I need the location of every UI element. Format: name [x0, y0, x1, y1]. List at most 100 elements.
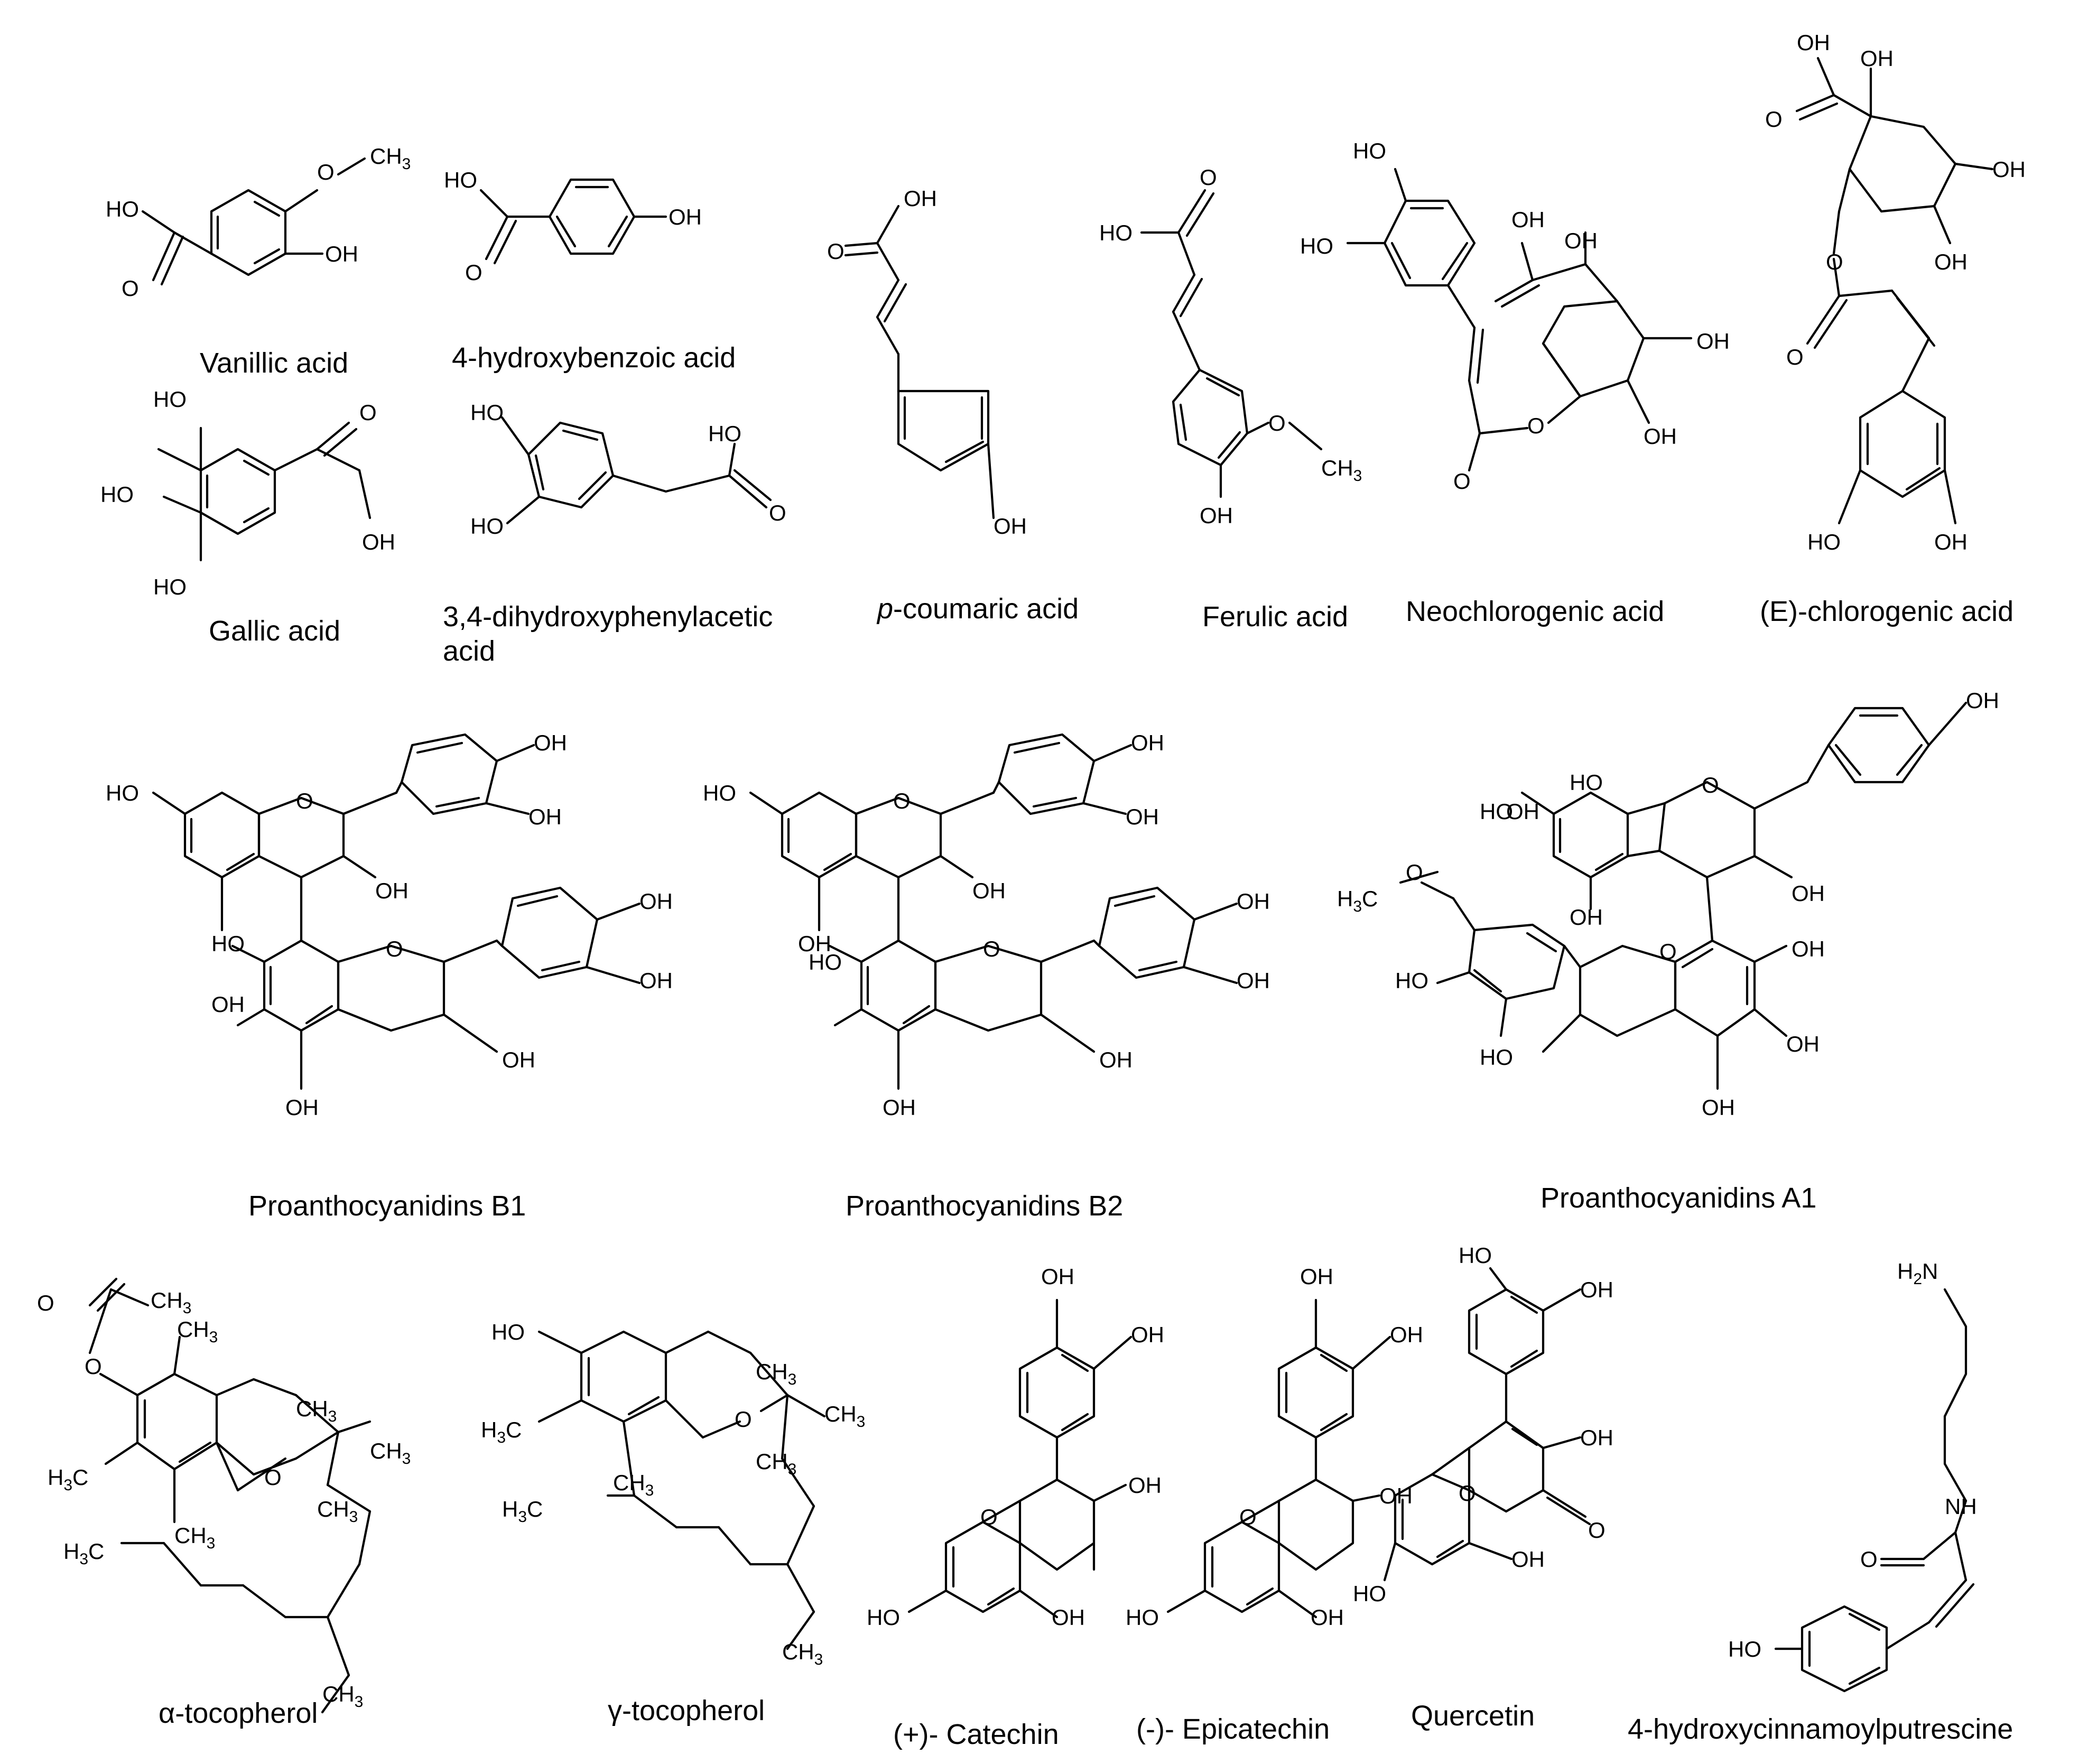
a1-o3-label: O	[1659, 939, 1677, 964]
quer-oh3-label: OH	[1511, 1547, 1545, 1572]
dopac-ho2-label: HO	[470, 514, 504, 539]
put-nh-label: NH	[1945, 1494, 1977, 1519]
coumaric-oh2-label: OH	[994, 514, 1027, 539]
atoc-ch3-1-label: CH3	[151, 1288, 191, 1317]
a1-oh5-label: OH	[1792, 936, 1825, 961]
b1-oh3-label: OH	[375, 878, 409, 903]
quer-o-label: O	[1459, 1481, 1476, 1506]
gtoc-h3c-2-label: H3C	[502, 1497, 543, 1526]
b2-oh5-label: OH	[1237, 889, 1270, 914]
putrescine-name: 4-hydroxycinnamoylputrescine	[1628, 1713, 2013, 1745]
vanillic-ho-label: HO	[106, 197, 139, 221]
gtoc-ch3-2-label: CH3	[824, 1401, 865, 1431]
atoc-ch3-7-label: CH3	[322, 1682, 363, 1711]
hydroxybenzoic-acid-structure: HO O OH	[444, 168, 702, 285]
gamma-tocopherol-name: γ-tocopherol	[608, 1695, 765, 1726]
chl-ho1-label: HO	[1807, 530, 1841, 554]
b2-oh3-label: OH	[972, 878, 1006, 903]
neo-oh1-label: OH	[1511, 207, 1545, 232]
gallic-oh-label: OH	[362, 530, 395, 554]
chl-oh3-label: OH	[1992, 157, 2026, 182]
neochlorogenic-acid-structure: HO HO OH OH OH OH O O	[1300, 138, 1730, 494]
gtoc-ch3-5-label: CH3	[782, 1639, 823, 1668]
catechin-structure: OH OH O OH HO OH	[867, 1264, 1164, 1630]
gamma-tocopherol-structure: HO H3C O CH3 CH3 CH3 CH3 H3C CH3	[481, 1320, 865, 1668]
dopac-ho1-label: HO	[470, 400, 504, 425]
proanthocyanidin-b2-name: Proanthocyanidins B2	[846, 1190, 1123, 1222]
epicatechin-name: (-)- Epicatechin	[1136, 1713, 1330, 1745]
a1-ho2-label: HO	[1480, 799, 1513, 824]
b2-o1-label: O	[893, 788, 911, 813]
proanthocyanidin-b2-structure: HO OH OH OH O OH HO O OH OH OH OH	[703, 730, 1270, 1120]
gallic-acid-structure: HO HO HO O OH	[100, 387, 395, 599]
gtoc-ch3-1-label: CH3	[756, 1359, 796, 1388]
neo-o2-label: O	[1453, 469, 1471, 494]
hba-oh-label: OH	[669, 205, 702, 229]
cat-o-label: O	[980, 1505, 998, 1529]
b2-o2-label: O	[983, 936, 1000, 961]
chlorogenic-acid-structure: OH OH O OH OH O O HO OH	[1765, 30, 2026, 554]
cat-oh1-label: OH	[1041, 1264, 1074, 1289]
vanillic-ch3-label: CH3	[370, 144, 411, 173]
a1-o2-label: O	[1406, 860, 1423, 885]
b1-oh1-label: OH	[534, 730, 567, 755]
vanillic-oh-label: OH	[325, 242, 358, 266]
b2-oh6-label: OH	[1237, 968, 1270, 993]
ferulic-acid-name: Ferulic acid	[1202, 601, 1348, 633]
atoc-ch3-6-label: CH3	[174, 1523, 215, 1552]
neo-ho1-label: HO	[1353, 138, 1386, 163]
b1-oh2-label: OH	[528, 804, 562, 829]
dopac-structure: HO HO HO O	[470, 400, 786, 539]
neo-o-label: O	[1527, 413, 1545, 438]
quer-oh2-label: OH	[1580, 1425, 1613, 1450]
epicatechin-structure: OH OH O OH HO OH	[1126, 1264, 1423, 1630]
proanthocyanidin-b1-name: Proanthocyanidins B1	[248, 1190, 526, 1222]
b2-ho1-label: HO	[703, 781, 736, 805]
dopac-o-label: O	[769, 500, 786, 525]
gallic-o-label: O	[359, 400, 377, 425]
a1-oh6-label: OH	[1786, 1032, 1820, 1056]
epi-ho-label: HO	[1126, 1605, 1159, 1630]
cat-oh2-label: OH	[1131, 1322, 1164, 1347]
neo-oh3-label: OH	[1696, 329, 1730, 354]
gtoc-ch3-3-label: CH3	[756, 1449, 796, 1478]
chl-oh5-label: OH	[1934, 530, 1968, 554]
atoc-h3c-2-label: H3C	[63, 1539, 104, 1568]
proanthocyanidin-a1-structure: HO HO OH O OH OH OH O H3C HO O OH OH HO …	[1337, 688, 1999, 1120]
chlorogenic-acid-name: (E)-chlorogenic acid	[1760, 596, 2013, 627]
epi-oh1-label: OH	[1300, 1264, 1333, 1289]
epi-oh4-label: OH	[1311, 1605, 1344, 1630]
b2-oh7-label: OH	[1099, 1047, 1133, 1072]
catechin-name: (+)- Catechin	[893, 1719, 1059, 1750]
b1-o2-label: O	[386, 936, 403, 961]
b1-o1-label: O	[296, 788, 313, 813]
a1-oh3-label: OH	[1792, 881, 1825, 906]
ferulic-oh-label: OH	[1200, 503, 1233, 528]
chl-oh2-label: OH	[1860, 46, 1894, 71]
dopac-ho3-label: HO	[708, 421, 741, 446]
chl-oh1-label: OH	[1797, 30, 1830, 55]
chl-o-label: O	[1765, 107, 1783, 132]
hba-ho-label: HO	[444, 168, 477, 192]
atoc-ch3-5-label: CH3	[317, 1497, 358, 1526]
b1-oh7-label: OH	[502, 1047, 535, 1072]
b1-oh5-label: OH	[639, 889, 673, 914]
quercetin-name: Quercetin	[1411, 1700, 1535, 1732]
atoc-ch3-4-label: CH3	[370, 1438, 411, 1468]
ferulic-o-label: O	[1200, 165, 1217, 190]
b2-oh2-label: OH	[1126, 804, 1159, 829]
dopac-name: 3,4-dihydroxyphenylacetic	[443, 601, 773, 633]
proanthocyanidin-b1-structure: HO OH OH OH O HO OH O OH OH OH OH	[106, 730, 673, 1120]
ferulic-ch3-label: CH3	[1321, 456, 1362, 485]
gallic-acid-name: Gallic acid	[209, 615, 340, 647]
gtoc-o-label: O	[735, 1407, 752, 1432]
b1-oh4-label: OH	[211, 992, 245, 1017]
cat-oh3-label: OH	[1128, 1473, 1162, 1498]
gtoc-h3c-1-label: H3C	[481, 1417, 522, 1446]
b1-ho1-label: HO	[106, 781, 139, 805]
ferulic-ho-label: HO	[1099, 220, 1133, 245]
gallic-ho1-label: HO	[153, 387, 187, 412]
chl-o3-label: O	[1786, 345, 1804, 369]
